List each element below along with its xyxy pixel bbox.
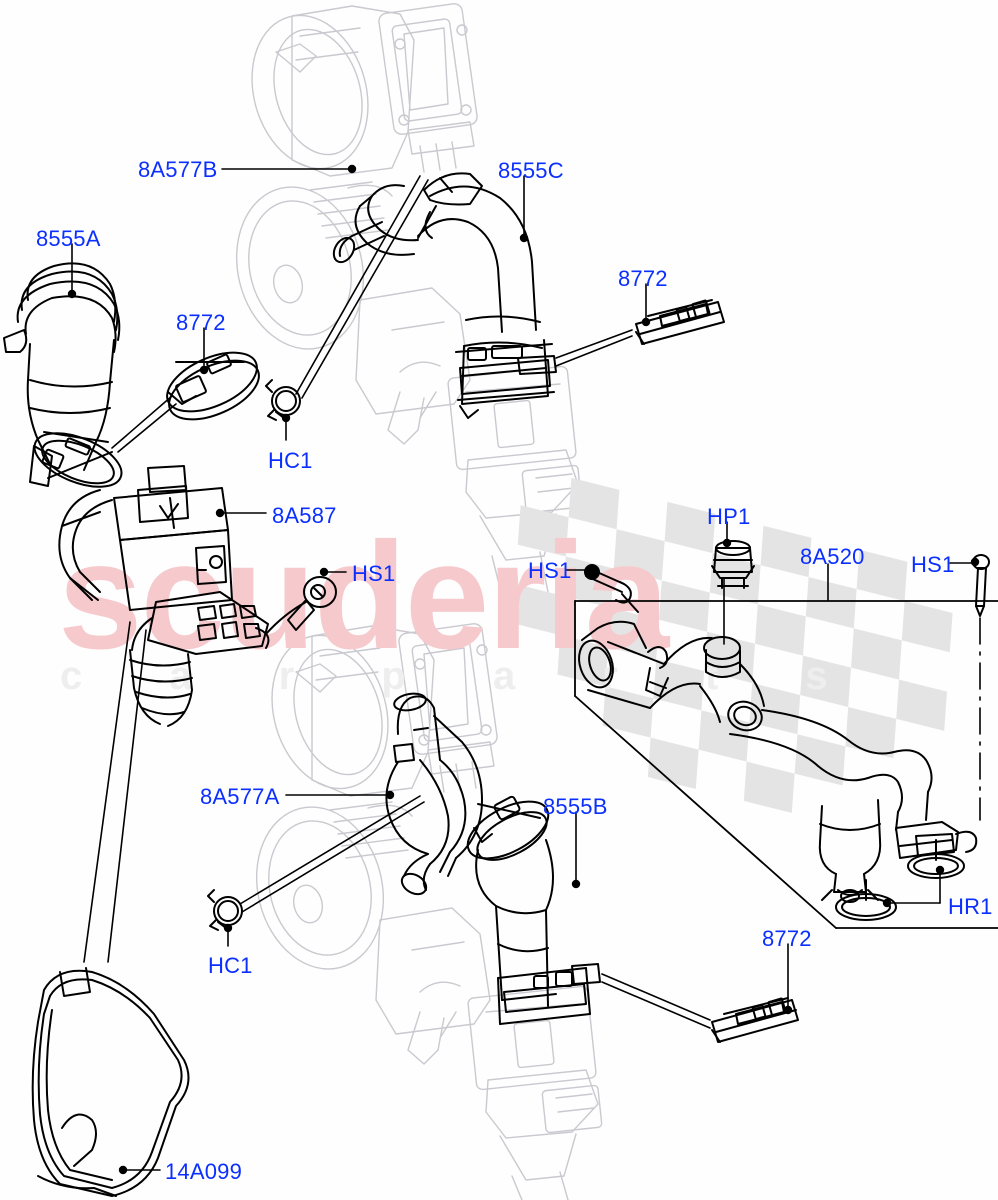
- callout-HP1[interactable]: HP1: [707, 504, 751, 529]
- part-8772-clamp-lower-right: [711, 997, 799, 1043]
- callout-8555A[interactable]: 8555A: [36, 226, 101, 251]
- callout-8772-lower-right[interactable]: 8772: [762, 926, 812, 951]
- part-8A520-frame: [574, 600, 998, 929]
- part-HC1-clamp-upper: [265, 379, 301, 421]
- callout-8A577B-upper[interactable]: 8A577B: [138, 157, 218, 182]
- part-8555C-hose: [332, 172, 557, 419]
- callout-8555C[interactable]: 8555C: [498, 158, 564, 183]
- callout-14A099[interactable]: 14A099: [165, 1159, 243, 1184]
- part-HC1-clamp-lower: [207, 889, 243, 931]
- callout-8A577A[interactable]: 8A577A: [200, 784, 280, 809]
- part-8A577A-hose: [385, 692, 483, 896]
- part-HP1-plug: [711, 540, 755, 589]
- callout-8A520[interactable]: 8A520: [800, 544, 865, 569]
- callout-8772-upper-right[interactable]: 8772: [618, 266, 668, 291]
- callout-8772-upper-left[interactable]: 8772: [176, 310, 226, 335]
- callout-HC1-lower[interactable]: HC1: [208, 953, 253, 978]
- part-8555A-hose: [3, 262, 123, 488]
- part-8555B-hose: [466, 795, 601, 1025]
- callout-HR1[interactable]: HR1: [948, 894, 993, 919]
- part-14A099-cover: [31, 967, 190, 1197]
- callout-HS1-right[interactable]: HS1: [911, 552, 955, 577]
- callout-HS1-middle[interactable]: HS1: [528, 558, 572, 583]
- part-8A587-valve: [58, 465, 270, 727]
- callout-8555B[interactable]: 8555B: [543, 794, 608, 819]
- part-HS1-bolt-middle: [584, 564, 639, 613]
- callout-HS1-left[interactable]: HS1: [352, 561, 396, 586]
- leader-lines: [67, 164, 981, 1175]
- part-8772-clamp-upper-right: [635, 299, 725, 345]
- part-8772-clamp-upper-left: [166, 351, 260, 421]
- part-8A520-tube: [578, 620, 978, 921]
- part-HS1-bolt-left: [265, 576, 337, 635]
- callout-HC1-upper[interactable]: HC1: [268, 448, 313, 473]
- callout-8A587[interactable]: 8A587: [272, 503, 337, 528]
